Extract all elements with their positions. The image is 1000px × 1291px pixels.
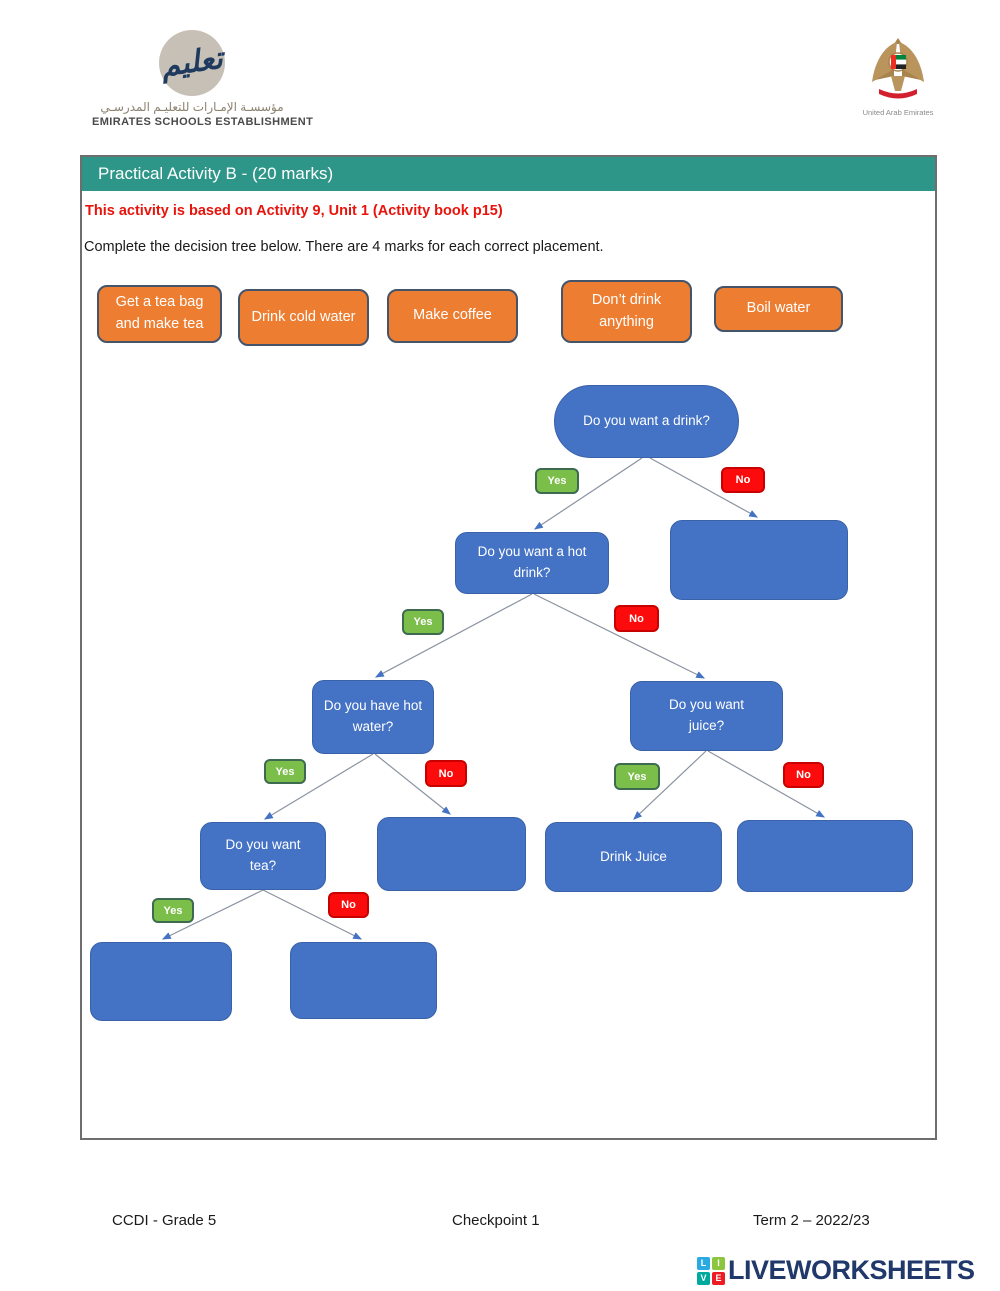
answer-slot-no-tea[interactable] bbox=[290, 942, 437, 1019]
branch-label-no: No bbox=[721, 467, 765, 493]
ese-logo-icon: تعليم bbox=[159, 30, 225, 96]
tree-node-hot-water: Do you have hot water? bbox=[312, 680, 434, 754]
ese-logo: تعليم مؤسسـة الإمـارات للتعليـم المدرسـي… bbox=[92, 30, 314, 128]
branch-label-no: No bbox=[425, 760, 467, 787]
branch-label-yes: Yes bbox=[152, 898, 194, 923]
branch-label-yes: Yes bbox=[535, 468, 579, 494]
liveworksheets-tiles-icon: L I V E bbox=[697, 1256, 725, 1285]
tile-v: V bbox=[697, 1271, 710, 1285]
drag-card-drink-cold-water[interactable]: Drink cold water bbox=[238, 289, 369, 346]
tree-node-want-tea: Do you want tea? bbox=[200, 822, 326, 890]
uae-emblem: United Arab Emirates bbox=[858, 36, 938, 117]
ese-arabic-calligraphy: تعليم bbox=[159, 41, 225, 84]
ese-name-arabic: مؤسسـة الإمـارات للتعليـم المدرسـي bbox=[100, 100, 284, 114]
drag-card-boil-water[interactable]: Boil water bbox=[714, 286, 843, 332]
drag-card-get-tea-bag[interactable]: Get a tea bag and make tea bbox=[97, 285, 222, 343]
activity-title: Practical Activity B - (20 marks) bbox=[98, 164, 334, 183]
branch-label-yes: Yes bbox=[402, 609, 444, 635]
tile-i: I bbox=[712, 1256, 725, 1270]
liveworksheets-wordmark: LIVEWORKSHEETS bbox=[728, 1255, 975, 1285]
ese-name-english: EMIRATES SCHOOLS ESTABLISHMENT bbox=[92, 116, 314, 128]
branch-label-yes: Yes bbox=[264, 759, 306, 784]
liveworksheets-logo: L I V E LIVEWORKSHEETS bbox=[697, 1255, 975, 1286]
tree-node-want-drink: Do you want a drink? bbox=[554, 385, 739, 458]
answer-slot-yes-tea[interactable] bbox=[90, 942, 232, 1021]
branch-label-no: No bbox=[614, 605, 659, 632]
tile-e: E bbox=[712, 1271, 725, 1285]
uae-falcon-icon bbox=[872, 38, 924, 99]
branch-label-no: No bbox=[783, 762, 824, 788]
branch-label-yes: Yes bbox=[614, 763, 660, 790]
answer-slot-no-juice[interactable] bbox=[737, 820, 913, 892]
tree-node-hot-drink: Do you want a hot drink? bbox=[455, 532, 609, 594]
drag-card-dont-drink-anything[interactable]: Don’t drink anything bbox=[561, 280, 692, 343]
answer-slot-no-hot-water[interactable] bbox=[377, 817, 526, 891]
footer-checkpoint: Checkpoint 1 bbox=[452, 1212, 540, 1229]
tile-l: L bbox=[697, 1256, 710, 1270]
activity-frame: Practical Activity B - (20 marks) This a… bbox=[80, 155, 937, 1140]
footer-course: CCDI - Grade 5 bbox=[112, 1212, 217, 1229]
activity-basis-note: This activity is based on Activity 9, Un… bbox=[85, 203, 503, 219]
activity-instruction: Complete the decision tree below. There … bbox=[84, 239, 604, 255]
tree-node-drink-juice: Drink Juice bbox=[545, 822, 722, 892]
branch-label-no: No bbox=[328, 892, 369, 918]
footer-term: Term 2 – 2022/23 bbox=[753, 1212, 870, 1229]
drag-card-make-coffee[interactable]: Make coffee bbox=[387, 289, 518, 343]
uae-emblem-caption: United Arab Emirates bbox=[862, 108, 934, 117]
answer-slot-no-drink[interactable] bbox=[670, 520, 848, 600]
activity-title-bar: Practical Activity B - (20 marks) bbox=[82, 157, 935, 191]
tree-node-want-juice: Do you want juice? bbox=[630, 681, 783, 751]
